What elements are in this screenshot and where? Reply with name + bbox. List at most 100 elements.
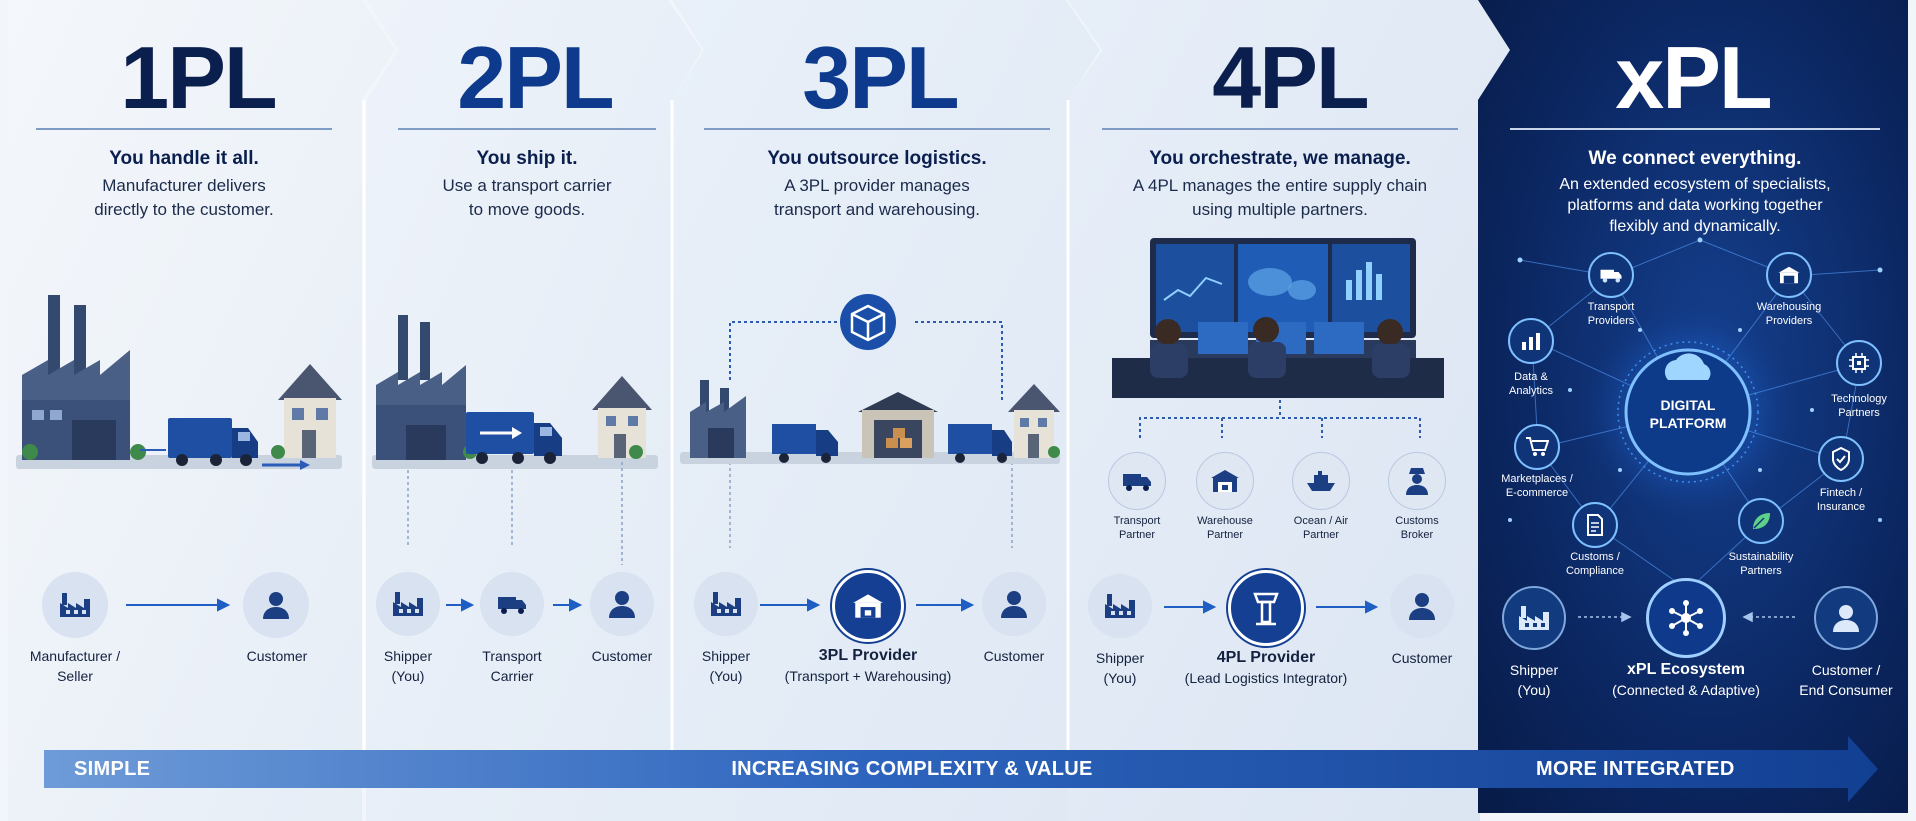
description-line: Use a transport carrier [442, 176, 612, 195]
node-label: Manufacturer /Seller [29, 648, 121, 684]
house-illustration [271, 364, 342, 459]
eco-warehousing-providers [1766, 252, 1812, 298]
truck-illustration [772, 424, 838, 463]
person-icon [1833, 605, 1859, 632]
panel-4pl-headline: You orchestrate, we manage. [1149, 148, 1411, 169]
eco-label: Fintech /Insurance [1816, 487, 1866, 513]
arrow-label-center: INCREASING COMPLEXITY & VALUE [731, 758, 1093, 780]
warehouse-partner [1196, 452, 1254, 510]
eco-technology-partners [1836, 340, 1882, 386]
node-label: xPL Ecosystem(Connected & Adaptive) [1612, 661, 1760, 698]
transport-partner [1108, 452, 1166, 510]
node-label: Customer /End Consumer [1799, 662, 1893, 698]
node-shipper [376, 572, 440, 636]
node-label: Customer [246, 648, 308, 664]
node-label: Customer [591, 648, 653, 664]
panel-1pl-headline: You handle it all. [109, 148, 259, 169]
ocean-air-partner [1292, 452, 1350, 510]
customs-broker [1388, 452, 1446, 510]
person-icon [609, 591, 635, 618]
panel-1pl-title: 1PL [120, 28, 277, 127]
node-4pl-provider [1228, 570, 1304, 646]
eco-fintech-insurance [1818, 436, 1864, 482]
node-label: Shipper(You) [1509, 662, 1559, 698]
description-line: platforms and data working together [1567, 197, 1823, 214]
chart-icon [1522, 333, 1540, 350]
house-illustration [1008, 384, 1060, 458]
node-shipper [1088, 574, 1152, 638]
panel-1pl-description: Manufacturer delivers directly to the cu… [36, 174, 332, 222]
person-icon [263, 592, 289, 619]
orchestration-lines [729, 321, 1013, 548]
node-transport-carrier [480, 572, 544, 636]
factory-icon [711, 592, 741, 616]
truck-illustration [140, 418, 310, 470]
panel-2pl-description: Use a transport carrier to move goods. [398, 174, 656, 222]
control-room-illustration [1112, 238, 1444, 398]
description-line: to move goods. [468, 200, 586, 219]
eco-sustainability-partners [1738, 498, 1784, 544]
eco-customs-compliance [1572, 502, 1618, 548]
description-line: Manufacturer delivers [102, 176, 266, 195]
panel-4pl-title: 4PL [1212, 28, 1369, 127]
node-customer [590, 572, 654, 636]
node-label: Shipper(You) [1095, 650, 1145, 686]
warehouse-icon [1211, 470, 1239, 492]
factory-illustration [680, 380, 1060, 464]
arrow-label-simple: SIMPLE [74, 758, 151, 780]
panel-xpl-description: An extended ecosystem of specialists, pl… [1510, 174, 1880, 237]
panel-4pl-description: A 4PL manages the entire supply chain us… [1102, 174, 1458, 222]
divider [36, 128, 332, 130]
panel-3pl-description: A 3PL provider manages transport and war… [704, 174, 1050, 222]
node-shipper [1502, 586, 1566, 650]
truck-illustration [948, 424, 1012, 463]
cloud-icon [1664, 353, 1711, 380]
ship-icon [1307, 471, 1335, 491]
chip-icon [1849, 353, 1869, 373]
warehouse-illustration [858, 392, 938, 458]
panel-3pl-title: 3PL [802, 28, 959, 127]
panel-2pl-title: 2PL [457, 28, 614, 127]
divider [1102, 128, 1458, 130]
person-icon [1409, 593, 1435, 620]
person-icon [1001, 591, 1027, 618]
description-line: flexibly and dynamically. [1609, 218, 1781, 235]
eco-transport-providers [1588, 252, 1634, 298]
divider [398, 128, 656, 130]
node-label: Customer [983, 648, 1045, 664]
node-label: 3PL Provider(Transport + Warehousing) [784, 647, 952, 684]
warehouse-icon [1778, 266, 1800, 284]
officer-icon [1406, 468, 1428, 495]
truck-icon [1600, 269, 1622, 283]
description-line: A 3PL provider manages [784, 176, 970, 195]
eco-label: Data &Analytics [1508, 371, 1554, 397]
node-label: Customer [1391, 650, 1453, 666]
house-illustration [592, 376, 652, 459]
divider [1510, 128, 1880, 130]
panel-2pl-headline: You ship it. [476, 148, 578, 169]
factory-icon [1519, 606, 1549, 630]
node-customer [1390, 574, 1454, 638]
factory-icon [1105, 594, 1135, 618]
panel-xpl-headline: We connect everything. [1588, 148, 1802, 169]
arrow-label-integrated: MORE INTEGRATED [1536, 758, 1735, 780]
node-shipper [694, 572, 758, 636]
network-icon [1669, 600, 1703, 636]
node-3pl-provider [832, 570, 904, 642]
node-customer [243, 572, 309, 638]
node-customer [982, 572, 1046, 636]
description-line: A 4PL manages the entire supply chain [1132, 176, 1428, 195]
factory-icon [60, 593, 90, 617]
